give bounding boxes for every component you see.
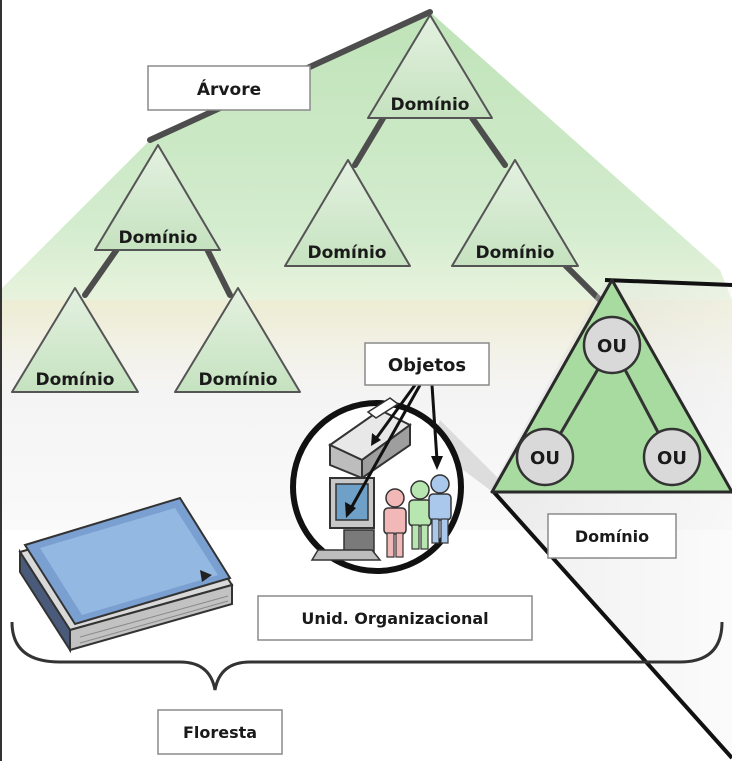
ou-node-top: OU xyxy=(582,315,642,375)
ou-left-label: OU xyxy=(530,448,560,469)
domain-left: Domínio xyxy=(94,144,221,251)
domain-root: Domínio xyxy=(367,14,493,119)
forest-label-box: Floresta xyxy=(157,709,283,755)
org-unit-circle xyxy=(290,397,464,574)
domain-left-label: Domínio xyxy=(119,228,198,248)
ou-top-label: OU xyxy=(597,336,627,357)
domain-mid-left: Domínio xyxy=(284,159,411,267)
ou-node-left: OU xyxy=(515,427,575,487)
objects-label-box: Objetos xyxy=(364,342,490,386)
tree-label: Árvore xyxy=(197,78,261,100)
ou-domain: OU OU OU xyxy=(490,278,732,494)
domain-bottom-left-label: Domínio xyxy=(36,370,115,390)
domain-label-box: Domínio xyxy=(547,513,677,559)
objects-label: Objetos xyxy=(388,355,466,376)
book-icon xyxy=(18,496,234,654)
people-icon xyxy=(383,474,452,558)
ou-right-label: OU xyxy=(657,448,687,469)
domain-bottom-mid-label: Domínio xyxy=(199,370,278,390)
org-unit-label-box: Unid. Organizacional xyxy=(257,595,533,641)
domain-mid-left-label: Domínio xyxy=(308,243,387,263)
tree-label-box: Árvore xyxy=(147,65,311,111)
domain-root-label: Domínio xyxy=(391,95,470,115)
objects-arrows xyxy=(345,384,443,518)
domain-bottom-mid: Domínio xyxy=(174,287,301,393)
domain-mid-right: Domínio xyxy=(451,159,579,267)
domain-mid-right-label: Domínio xyxy=(476,243,555,263)
forest-label: Floresta xyxy=(183,723,257,742)
domain-bottom-left: Domínio xyxy=(11,287,139,393)
forest-brace xyxy=(10,621,724,691)
org-unit-label: Unid. Organizacional xyxy=(301,609,488,628)
computer-icon xyxy=(310,477,382,561)
domain-box-label: Domínio xyxy=(575,527,649,546)
ou-node-right: OU xyxy=(642,427,702,487)
